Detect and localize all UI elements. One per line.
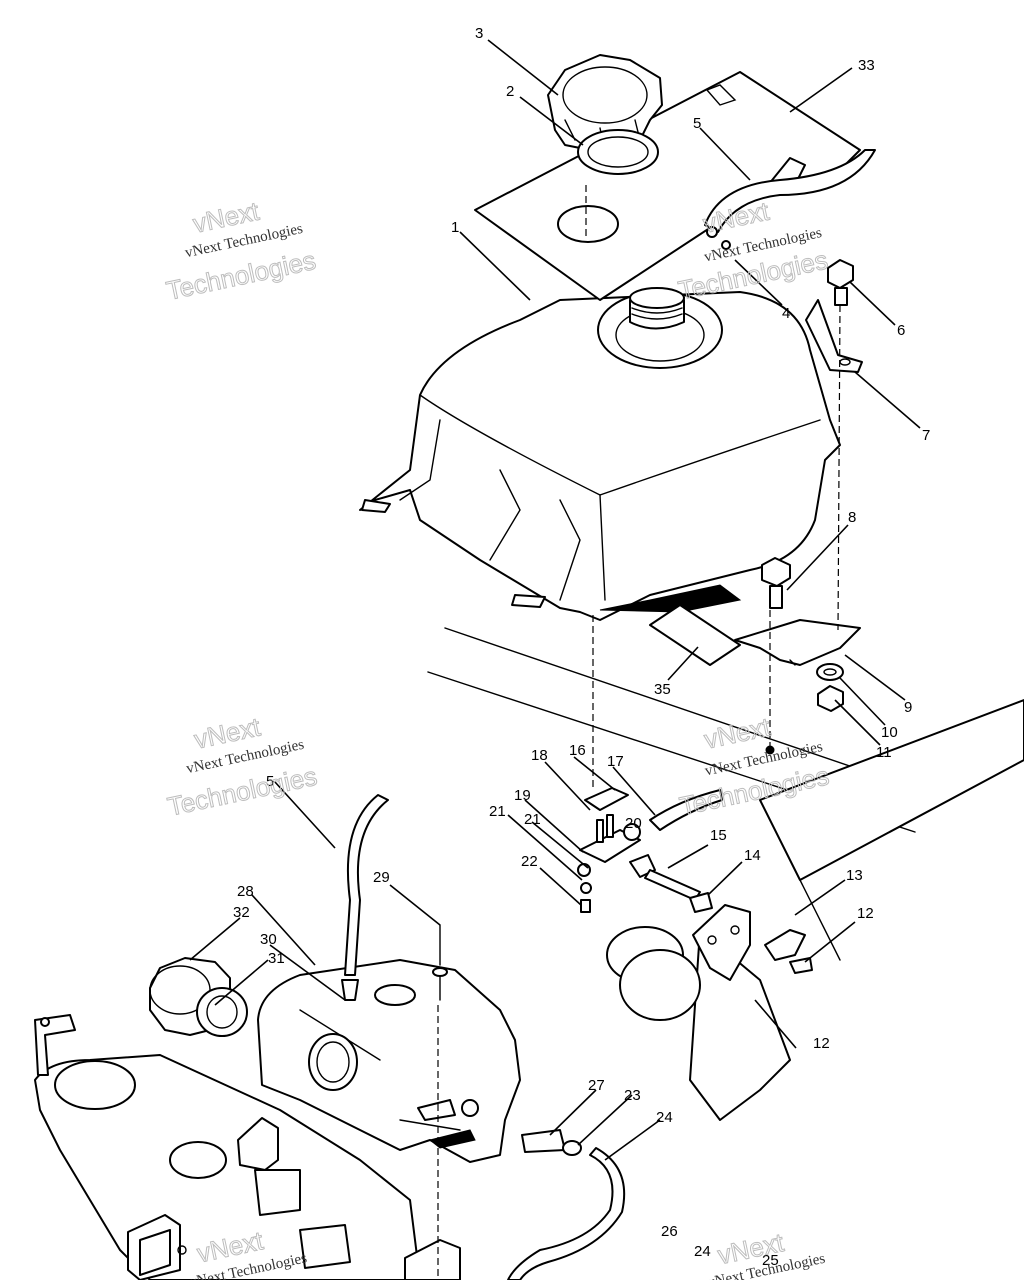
callout-11: 11 <box>876 744 892 761</box>
screw-13 <box>789 957 813 974</box>
callout-2: 2 <box>506 83 514 100</box>
callout-1: 1 <box>451 219 459 236</box>
callout-22: 21 <box>489 803 506 820</box>
callout-32: 32 <box>233 904 250 921</box>
callout-21-lower: 21 <box>524 811 541 828</box>
alignment-lines <box>437 185 841 1280</box>
choke-cable-16 <box>629 854 701 901</box>
mount-bracket-9 <box>734 619 861 666</box>
tube-clamp <box>606 926 701 1021</box>
callout-17: 16 <box>569 742 586 759</box>
watermark-top-left: vNext vNext Technologies Technologies <box>163 195 319 306</box>
vent-hose-upper <box>704 149 876 250</box>
callout-5-lower: 5 <box>266 773 274 790</box>
callout-13: 12 <box>857 905 874 922</box>
callout-24-lower: 24 <box>694 1243 711 1260</box>
nut-11 <box>817 685 844 712</box>
fuel-tank-upper <box>359 287 841 621</box>
bolt-8 <box>761 557 791 609</box>
callout-25-lower: 25 <box>762 1252 779 1269</box>
drain-hose-lower <box>507 1129 626 1280</box>
leader-lines <box>189 39 921 1161</box>
callout-12-label: 12 <box>813 1035 830 1052</box>
callout-labels: 3 2 1 5 4 33 6 7 8 9 10 11 35 18 16 17 1… <box>233 25 930 1269</box>
callout-24-upper: 23 <box>624 1087 641 1104</box>
vent-hose-lower <box>341 794 389 1001</box>
callout-21-upper: 20 <box>625 815 642 832</box>
callout-26: 26 <box>661 1223 678 1240</box>
watermark-bottom-right: vNext vNext Technologies <box>706 1226 827 1280</box>
callout-19: 18 <box>531 747 548 764</box>
frame-lower <box>34 1014 461 1280</box>
callout-18: 17 <box>607 753 624 770</box>
decal-35 <box>649 604 741 666</box>
callout-15: 14 <box>744 847 761 864</box>
filler-cap-lower <box>149 957 248 1037</box>
dipstick-29 <box>432 924 448 1001</box>
callout-33: 33 <box>858 57 875 74</box>
callout-8: 8 <box>848 509 856 526</box>
callout-16: 15 <box>710 827 727 844</box>
mount-bracket-7 <box>805 299 863 373</box>
spring-15 <box>689 892 713 913</box>
fuel-tank-lower <box>257 959 521 1163</box>
bolt-6 <box>827 259 854 306</box>
callout-35: 35 <box>654 681 671 698</box>
callout-10: 10 <box>881 724 898 741</box>
callout-9: 9 <box>904 699 912 716</box>
callout-25-upper: 24 <box>656 1109 673 1126</box>
callout-4: 4 <box>782 305 790 322</box>
callout-29: 29 <box>373 869 390 886</box>
knob-14 <box>764 929 806 961</box>
callout-3: 3 <box>475 25 483 42</box>
callout-14: 13 <box>846 867 863 884</box>
callout-27: 27 <box>588 1077 605 1094</box>
washer-10 <box>816 663 844 681</box>
callout-28: 28 <box>237 883 254 900</box>
fuel-valve-assembly <box>577 787 641 913</box>
callout-6: 6 <box>897 322 905 339</box>
callout-30: 30 <box>260 931 277 948</box>
filler-cap-upper <box>547 54 663 175</box>
callout-31: 31 <box>268 950 285 967</box>
watermark-word-1: vNext <box>702 711 774 754</box>
frame-rail-upper <box>427 627 1024 1121</box>
callout-20: 19 <box>514 787 531 804</box>
callout-23: 22 <box>521 853 538 870</box>
callout-5-upper: 5 <box>693 115 701 132</box>
heat-shield-plate <box>474 71 861 301</box>
bracket-12 <box>692 904 751 981</box>
callout-7: 7 <box>922 427 930 444</box>
fuel-line-18 <box>649 789 723 831</box>
